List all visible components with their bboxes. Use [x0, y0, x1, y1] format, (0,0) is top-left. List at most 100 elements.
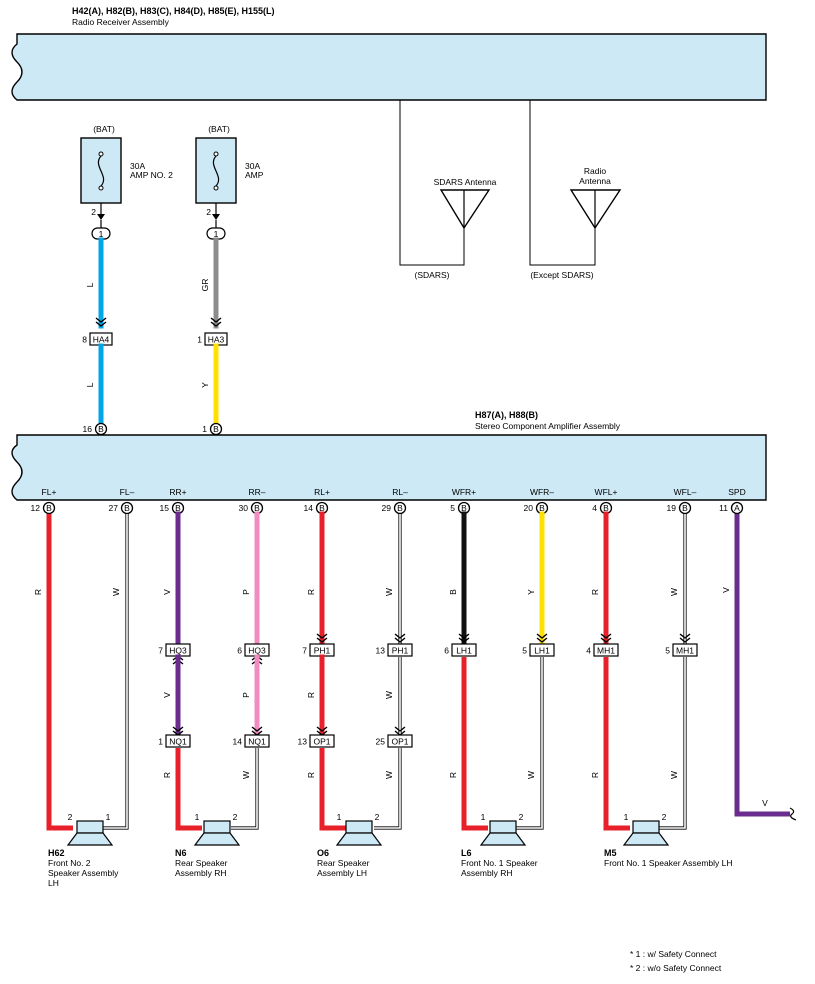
feed-chevron-icon [95, 317, 107, 327]
speaker-name-1: Front No. 2 [48, 858, 91, 868]
amplifier-box [11, 434, 767, 501]
sdars-antenna-label: SDARS Antenna [434, 177, 497, 187]
fuse-rating: 30A [245, 161, 260, 171]
amp-terminal-letter: B [254, 503, 260, 513]
connector-chevron-icon [679, 633, 691, 643]
feed-wire-bottom-label: L [85, 382, 95, 387]
connector-chevron-icon-stroke [394, 726, 406, 732]
connector-1 [593, 643, 619, 657]
wire-lower-outline [516, 657, 544, 830]
fuse-terminal-top [98, 151, 104, 157]
speaker-name-2: Assembly LH [317, 868, 367, 878]
speaker-code: M5 [604, 848, 617, 858]
speaker-pin-b: 2 [519, 812, 524, 822]
fuse-terminal-bottom [213, 185, 219, 191]
wire-lower [374, 748, 401, 829]
wire-lower [461, 657, 488, 831]
amp-terminal-name: RL– [392, 487, 408, 497]
amp-terminal-letter: B [319, 503, 325, 513]
wire-direct [46, 514, 73, 831]
feed-chevron-icon [210, 317, 222, 327]
wire-middle-label: V [162, 692, 172, 698]
wire-middle-label: W [384, 691, 394, 699]
spd-wire-end-label: V [762, 798, 768, 808]
amp-terminal-name: WFL– [674, 487, 697, 497]
amp-terminal-pin: 4 [592, 503, 597, 513]
spd-wire-label: V [721, 587, 731, 593]
radio-antenna-label-1: Radio [584, 166, 606, 176]
amp-terminal-pin: 30 [239, 503, 249, 513]
connector-1-label: MH1 [597, 646, 615, 656]
wire-break-icon [789, 807, 797, 821]
connector-1-pin: 6 [237, 646, 242, 656]
amp-terminal-pin: 20 [524, 503, 534, 513]
wire-middle-label: P [241, 692, 251, 698]
amp-terminal-pin: 5 [450, 503, 455, 513]
wire-lower-label: R [306, 772, 316, 778]
connector-chevron-icon-stroke [458, 637, 470, 643]
wire-upper-label: P [241, 589, 251, 595]
connector-2 [387, 734, 413, 748]
wire-lower [603, 657, 630, 831]
amp-terminal-name: FL+ [42, 487, 57, 497]
connector-chevron-icon-stroke [251, 726, 263, 732]
connector-chevron-icon [458, 633, 470, 643]
feed-wire-top-label: L [85, 282, 95, 287]
amp-terminal-pin: 19 [667, 503, 677, 513]
amplifier-title: H87(A), H88(B) [475, 410, 538, 420]
speaker-name-1: Front No. 1 Speaker [461, 858, 538, 868]
connector-chevron-icon-stroke [394, 637, 406, 643]
connector-2-pin: 14 [233, 737, 243, 747]
speaker-name-1: Front No. 1 Speaker Assembly LH [604, 858, 733, 868]
feed-wire-bottom-label: Y [200, 382, 210, 388]
speaker-pin-b: 1 [106, 812, 111, 822]
speaker-name-2: Speaker Assembly [48, 868, 119, 878]
connector-2-pin: 13 [298, 737, 308, 747]
speaker-name-1: Rear Speaker [175, 858, 228, 868]
wire-lower-label: W [669, 771, 679, 779]
amp-terminal-pin: 29 [382, 503, 392, 513]
connector-chevron-icon-stroke [316, 633, 328, 639]
connector-chevron-icon-stroke [536, 633, 548, 639]
wire-direct-label: W [111, 588, 121, 596]
speaker-pin-b: 2 [375, 812, 380, 822]
amp-terminal [678, 501, 692, 515]
connector-1-pin: 5 [522, 646, 527, 656]
connector-1 [672, 643, 698, 657]
amp-terminal-letter: B [682, 503, 688, 513]
feed-connector-label: HA3 [208, 335, 225, 345]
amp-terminal-letter: B [461, 503, 467, 513]
amp-terminal [730, 501, 744, 515]
amp-terminal-letter: B [175, 503, 181, 513]
amp-terminal-name: WFR+ [452, 487, 476, 497]
fuse-element-icon [97, 155, 105, 187]
feed-chevron-icon-stroke [95, 321, 107, 327]
connector-chevron-icon-stroke [458, 633, 470, 639]
speaker-name-3: LH [48, 878, 59, 888]
connector-chevron-icon-stroke [600, 637, 612, 643]
spd-wire [734, 514, 790, 817]
connector-2-pin: 25 [376, 737, 386, 747]
wire-middle-label: R [306, 692, 316, 698]
wire-upper-label: W [669, 588, 679, 596]
speaker-magnet [489, 820, 517, 834]
wire-direct-outline [101, 514, 129, 830]
amp-terminal [42, 501, 56, 515]
speaker-code: H62 [48, 848, 65, 858]
connector-1-label: MH1 [676, 646, 694, 656]
amp-terminal-letter: B [46, 503, 52, 513]
speaker-code: N6 [175, 848, 187, 858]
amp-terminal-pin: 14 [304, 503, 314, 513]
junction-pin: 1 [99, 229, 104, 239]
connector-2 [165, 734, 191, 748]
